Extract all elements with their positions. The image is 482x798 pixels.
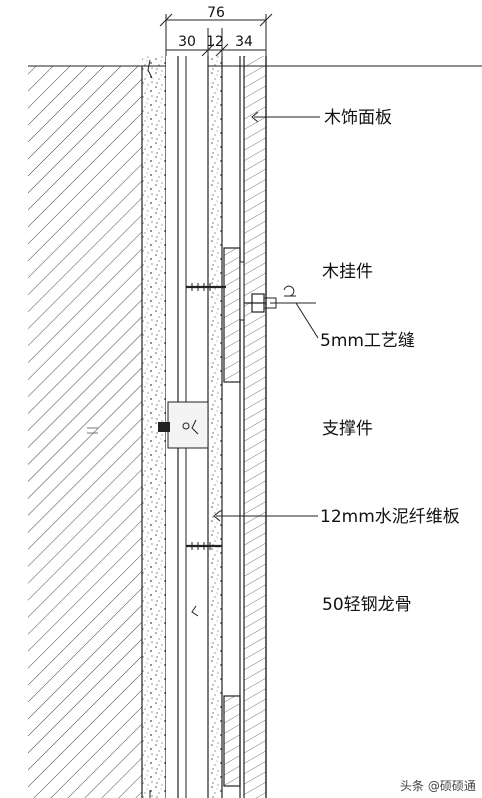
dimension-segment-3: 34	[235, 34, 253, 50]
watermark: 头条 @硕硕通	[400, 779, 476, 793]
label-support: 支撑件	[322, 419, 373, 439]
concrete-wall	[28, 66, 142, 798]
label-craft-joint: 5mm工艺缝	[320, 331, 415, 351]
screw-upper	[186, 283, 226, 291]
dimension-lines	[159, 13, 273, 57]
dimension-segment-2: 12	[206, 34, 224, 50]
dimension-total: 76	[207, 5, 225, 21]
dimension-segment-1: 30	[178, 34, 196, 50]
label-wood-hanger: 木挂件	[322, 262, 373, 282]
wood-hanger-lower	[223, 695, 241, 787]
wood-hanger-upper	[223, 247, 245, 383]
support-bracket	[158, 401, 209, 449]
screw-lower	[186, 542, 222, 550]
label-cement-board: 12mm水泥纤维板	[320, 507, 460, 527]
cement-fiber-board	[208, 56, 222, 798]
label-wood-panel: 木饰面板	[324, 108, 392, 128]
leader-lines	[213, 111, 320, 522]
craft-joint-detail	[244, 285, 316, 313]
label-steel-keel: 50轻钢龙骨	[322, 595, 412, 615]
wood-panel	[244, 56, 266, 798]
